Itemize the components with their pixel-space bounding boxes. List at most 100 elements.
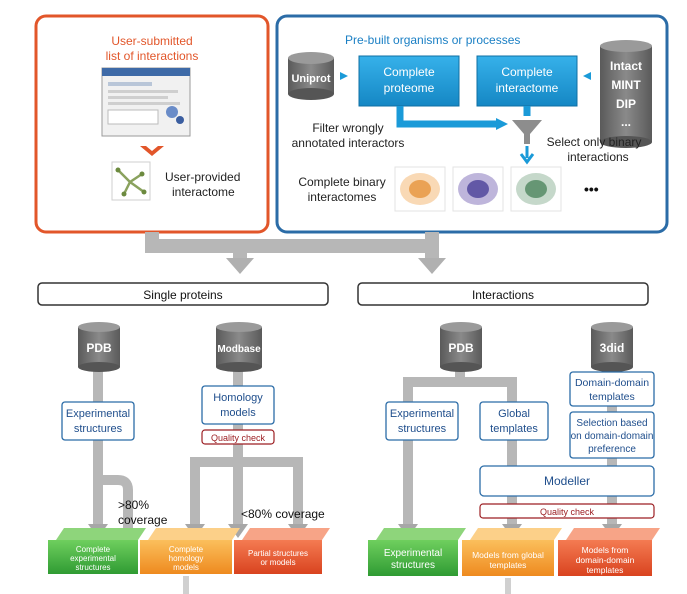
flow-arrow	[519, 146, 535, 165]
global-templates-box	[479, 401, 549, 441]
interaction-databases-icon	[600, 40, 652, 148]
quality-check-left	[201, 429, 275, 445]
interactome-thumbnail-blue	[452, 166, 504, 212]
out-red-left-line2: or models	[260, 558, 295, 567]
interactions-label: Interactions	[472, 288, 534, 302]
output-tray-complete-homology	[140, 528, 240, 574]
down-arrow-icon	[140, 146, 164, 156]
db-item-dip: DIP	[616, 97, 636, 111]
interactome-thumbnail-green	[510, 166, 562, 212]
binary-interactomes-line2: interactomes	[308, 190, 377, 204]
uniprot-label: Uniprot	[291, 73, 330, 85]
prebuilt-title: Pre-built organisms or processes	[345, 33, 520, 47]
binary-interactomes-line1: Complete binary	[298, 175, 385, 189]
interactions-header	[357, 282, 649, 306]
sel-line2: on domain-domain	[571, 431, 654, 442]
user-provided-line2: interactome	[172, 185, 235, 199]
complete-interactome-line1: Complete	[501, 65, 553, 79]
db-item-mint: MINT	[611, 78, 641, 92]
dd-line1: Domain-domain	[575, 377, 649, 389]
user-submitted-title-line2: list of interactions	[106, 49, 199, 63]
merge-pipes	[145, 232, 446, 274]
homology-line2: models	[220, 407, 256, 419]
experimental-right-line1: Experimental	[390, 408, 454, 420]
out-green-left-line1: Complete	[76, 545, 111, 554]
modbase-database-icon	[216, 322, 262, 372]
db-item-intact: Intact	[610, 59, 642, 73]
homology-line1: Homology	[213, 392, 263, 404]
web-form-screenshot-thumbnail	[101, 67, 191, 137]
modeller-label: Modeller	[544, 474, 590, 488]
pdb-database-icon	[440, 322, 482, 372]
more-interactomes-ellipsis: •••	[584, 181, 599, 197]
flow-arrow	[396, 106, 496, 128]
output-tray-models-global	[462, 528, 562, 576]
complete-proteome-line2: proteome	[384, 81, 435, 95]
3did-database-icon	[591, 322, 633, 372]
complete-interactome-box	[476, 55, 578, 107]
select-binary-line2: interactions	[567, 150, 628, 164]
experimental-left-line1: Experimental	[66, 408, 130, 420]
quality-check-right	[479, 503, 655, 519]
3did-label: 3did	[600, 341, 625, 355]
interactome-thumbnail-orange	[394, 166, 446, 212]
gt80-line1: >80%	[118, 498, 149, 512]
quality-check-left-label: Quality check	[211, 433, 266, 443]
out-red-right-line3: templates	[587, 565, 624, 575]
out-red-right-line1: Models from	[582, 545, 629, 555]
experimental-left-line2: structures	[74, 423, 123, 435]
filter-line1: Filter wrongly	[312, 121, 383, 135]
selection-preference-box	[569, 411, 655, 459]
pdb-database-icon	[78, 322, 120, 372]
arrow-right-icon	[340, 72, 348, 80]
out-red-left-line1: Partial structures	[248, 549, 308, 558]
out-green-left-line2: experimental	[70, 554, 116, 563]
single-proteins-header	[37, 282, 329, 306]
select-binary-line1: Select only binary	[547, 135, 642, 149]
experimental-structures-box-right	[385, 401, 459, 441]
out-orange-right-line2: templates	[490, 560, 527, 570]
output-tray-experimental-structures	[368, 528, 466, 576]
out-green-left-line3: structures	[75, 563, 110, 572]
gt80-line2: coverage	[118, 513, 168, 527]
complete-proteome-line1: Complete	[383, 65, 435, 79]
pdb-label-right: PDB	[448, 341, 474, 355]
experimental-structures-box-left	[61, 401, 135, 441]
modeller-box	[479, 465, 655, 497]
flow-arrow	[496, 118, 508, 130]
user-provided-line1: User-provided	[165, 170, 240, 184]
out-orange-left-line2: homology	[169, 554, 204, 563]
out-red-right-line2: domain-domain	[576, 555, 635, 565]
out-green-right-line1: Experimental	[384, 548, 442, 559]
modbase-label: Modbase	[217, 344, 261, 355]
sel-line1: Selection based	[576, 418, 647, 429]
pdb-label-left: PDB	[86, 341, 112, 355]
interactome-network-icon	[111, 161, 151, 201]
out-orange-left-line3: models	[173, 563, 199, 572]
experimental-right-line2: structures	[398, 423, 447, 435]
output-tray-partial	[234, 528, 330, 574]
output-tray-complete-experimental	[48, 528, 146, 574]
filter-line2: annotated interactors	[292, 136, 405, 150]
db-item-more: ...	[621, 115, 631, 129]
funnel-icon	[512, 120, 542, 144]
sel-line3: preference	[588, 444, 636, 455]
global-line1: Global	[498, 408, 530, 420]
user-submitted-title-line1: User-submitted	[111, 34, 192, 48]
lt80-label: <80% coverage	[241, 507, 325, 521]
out-orange-left-line1: Complete	[169, 545, 204, 554]
out-orange-right-line1: Models from global	[472, 550, 544, 560]
dd-line2: templates	[589, 391, 635, 403]
domain-domain-templates-box	[569, 371, 655, 407]
output-tray-models-domain	[558, 528, 660, 576]
single-proteins-label: Single proteins	[143, 288, 222, 302]
out-green-right-line2: structures	[391, 560, 435, 571]
complete-proteome-box	[358, 55, 460, 107]
arrow-left-icon	[583, 72, 591, 80]
uniprot-database-icon	[288, 52, 334, 100]
homology-models-box	[201, 385, 275, 425]
complete-interactome-line2: interactome	[496, 81, 559, 95]
global-line2: templates	[490, 423, 538, 435]
quality-check-right-label: Quality check	[540, 507, 595, 517]
